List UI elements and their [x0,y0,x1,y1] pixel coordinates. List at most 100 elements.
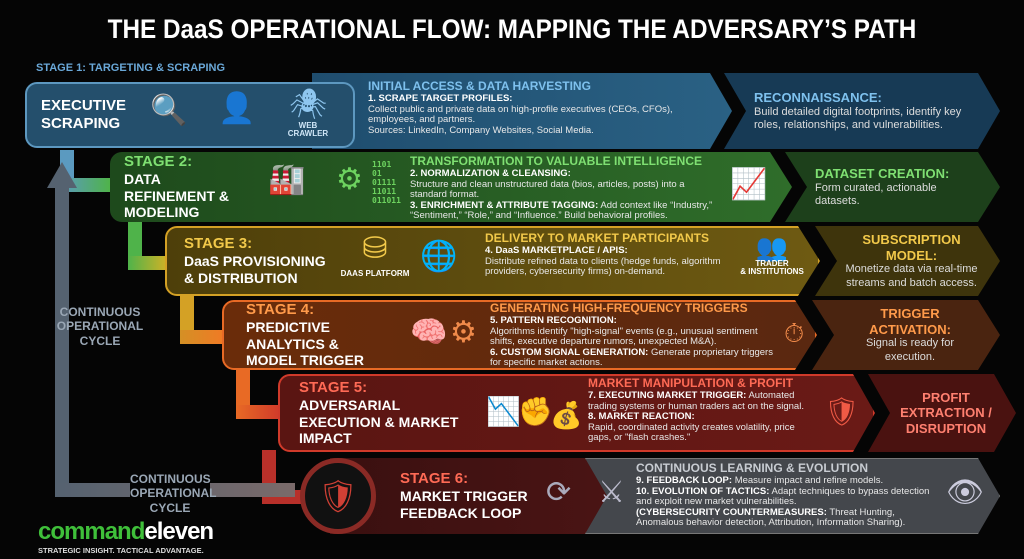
logo: commandeleven [38,518,214,546]
outcome-title: SUBSCRIPTION MODEL: [862,232,961,263]
logo-part2: eleven [144,518,214,545]
stage4-panel [222,300,817,370]
connector [236,368,250,412]
item-title: 8. MARKET REACTION: [588,411,695,423]
fist-icon: ✊ [518,396,553,427]
item-text: Distribute refined data to clients (hedg… [485,255,721,278]
item-text: Generate proprietary triggers for specif… [490,346,773,368]
stage3-description: DELIVERY TO MARKET PARTICIPANTS 4. DaaS … [485,231,725,278]
item-title: 10. EVOLUTION OF TACTICS: [636,485,770,497]
platform-label: DAAS PLATFORM [340,269,410,278]
item-title: 5. PATTERN RECOGNITION: [490,315,617,327]
chip-icon: ⚙ [450,316,477,349]
item-text: Add context like “Industry,” “Sentiment,… [410,199,713,221]
cycle-label-bottom: CONTINUOUS OPERATIONAL CYCLE [130,472,217,516]
stage1-panel [312,73,732,149]
database-icon: ⛁DAAS PLATFORM [340,232,410,278]
item-title: 6. CUSTOM SIGNAL GENERATION: [490,346,649,358]
shield-sword-icon: ⚔ [598,476,625,509]
item-text: Collect public and private data on high-… [368,103,673,126]
heading: CONTINUOUS LEARNING & EVOLUTION [636,461,869,475]
cycle-label: CONTINUOUS OPERATIONAL CYCLE [56,305,144,348]
heading: INITIAL ACCESS & DATA HARVESTING [368,79,591,93]
stage1-outcome: RECONNAISSANCE:Build detailed digital fo… [724,73,1000,149]
item-title: 2. NORMALIZATION & CLEANSING: [410,168,571,180]
stage2-description: TRANSFORMATION TO VALUABLE INTELLIGENCE … [410,154,722,221]
trader-label: TRADER [755,259,789,268]
item-title: 7. EXECUTING MARKET TRIGGER: [588,390,747,402]
cycle-arrow [55,185,69,495]
stage3-box: STAGE 3:DaaS PROVISIONING & DISTRIBUTION [170,226,330,296]
connector [180,295,194,337]
outcome-text: Build detailed digital footprints, ident… [754,105,962,131]
item-title: 9. FEEDBACK LOOP: [636,475,733,487]
stage-label: STAGE 5: [299,378,368,396]
arrow-up-icon [47,162,77,188]
stage-name: DaaS PROVISIONING & DISTRIBUTION [184,253,326,286]
logo-part1: command [38,518,145,545]
item-title: 1. SCRAPE TARGET PROFILES: [368,93,513,105]
item-title: (CYBERSECURITY COUNTERMEASURES: [636,506,827,518]
stage-name: DATA REFINEMENT & MODELING [124,170,229,221]
shield-icon: 🛡 [300,458,376,534]
stage2-box: STAGE 2:DATA REFINEMENT & MODELING [110,152,250,222]
broken-shield-icon: 🛡 [824,396,860,427]
traders-icon: 👥TRADER& INSTITUTIONS [732,234,812,276]
eye-magnifier-icon: 👁 [946,476,985,509]
item-sources: Sources: LinkedIn, Company Websites, Soc… [368,124,594,136]
item-text: Algorithms identify "high-signal" events… [490,325,758,348]
stage1-box: EXECUTIVE SCRAPING [25,82,355,148]
stage-name: EXECUTIVE SCRAPING [41,97,127,132]
stage-label: STAGE 6: [400,470,469,488]
stage3-panel [165,226,820,296]
stage4-description: GENERATING HIGH-FREQUENCY TRIGGERS 5. PA… [490,301,782,368]
outcome-text: Form curated, actionable datasets. [815,181,937,207]
stage4-outcome: TRIGGER ACTIVATION:Signal is ready for e… [812,300,1000,370]
heading: DELIVERY TO MARKET PARTICIPANTS [485,231,710,245]
stage5-box: STAGE 5:ADVERSARIAL EXECUTION & MARKET I… [285,374,460,452]
outcome-text: Signal is ready for execution. [865,337,955,363]
stage-label: STAGE 2: [124,152,193,170]
item-title: 4. DaaS MARKETPLACE / APIS: [485,245,628,257]
stage-name: ADVERSARIAL EXECUTION & MARKET IMPACT [299,396,459,447]
stage5-outcome: PROFIT EXTRACTION / DISRUPTION [868,374,1016,452]
binary-text: 1101 01 01111 11011 011011 [372,160,401,205]
search-person-icon: 🔍 [150,94,188,127]
connector [128,222,142,264]
stage4-box: STAGE 4:PREDICTIVE ANALYTICS & MODEL TRI… [232,300,392,370]
gear-icon: ⚙ [336,163,363,196]
item-text: Measure impact and refine models. [734,475,884,487]
stage6-box: STAGE 6:MARKET TRIGGER FEEDBACK LOOP [386,458,544,534]
item-text: Adapt techniques to bypass detection and… [636,485,930,508]
connector-arrow [128,256,168,270]
outcome-title: TRIGGER ACTIVATION: [869,306,951,337]
stage6-detail [585,458,1000,534]
connector-arrow [236,405,280,419]
growth-chart-icon: 📈 [730,168,768,201]
stage-label: STAGE 3: [184,235,253,253]
factory-icon: 🏭 [268,163,306,196]
stage2-panel [110,152,792,222]
stopwatch-icon: ⏱ [784,318,805,348]
heading: GENERATING HIGH-FREQUENCY TRIGGERS [490,301,748,315]
globe-icon: 🌐 [420,240,458,273]
heading: MARKET MANIPULATION & PROFIT [588,376,794,390]
money-bag-icon: 💰 [550,400,583,430]
item-text: Structure and clean unstructured data (b… [410,178,685,201]
executive-icon: 👤 [218,92,256,125]
stage1-description: INITIAL ACCESS & DATA HARVESTING 1. SCRA… [368,79,708,136]
item-title: 3. ENRICHMENT & ATTRIBUTE TAGGING: [410,199,599,211]
crawler-label: WEB CRAWLER [287,121,329,138]
stage6-description: CONTINUOUS LEARNING & EVOLUTION 9. FEEDB… [636,461,940,528]
outcome-title: PROFIT EXTRACTION / DISRUPTION [900,389,992,436]
page-title: THE DaaS OPERATIONAL FLOW: MAPPING THE A… [107,14,917,44]
web-crawler-icon: 🕷WEB CRAWLER [278,90,338,138]
stage1-label: STAGE 1: TARGETING & SCRAPING [36,62,226,74]
stage5-description: MARKET MANIPULATION & PROFIT 7. EXECUTIN… [588,376,820,443]
brain-icon: 🧠 [410,316,448,349]
connector-arrow [180,330,224,344]
stage5-panel [278,374,875,452]
institutions-label: & INSTITUTIONS [740,267,804,276]
stage-name: PREDICTIVE ANALYTICS & MODEL TRIGGER [246,318,364,369]
item-text: Rapid, coordinated activity creates vola… [588,421,795,443]
